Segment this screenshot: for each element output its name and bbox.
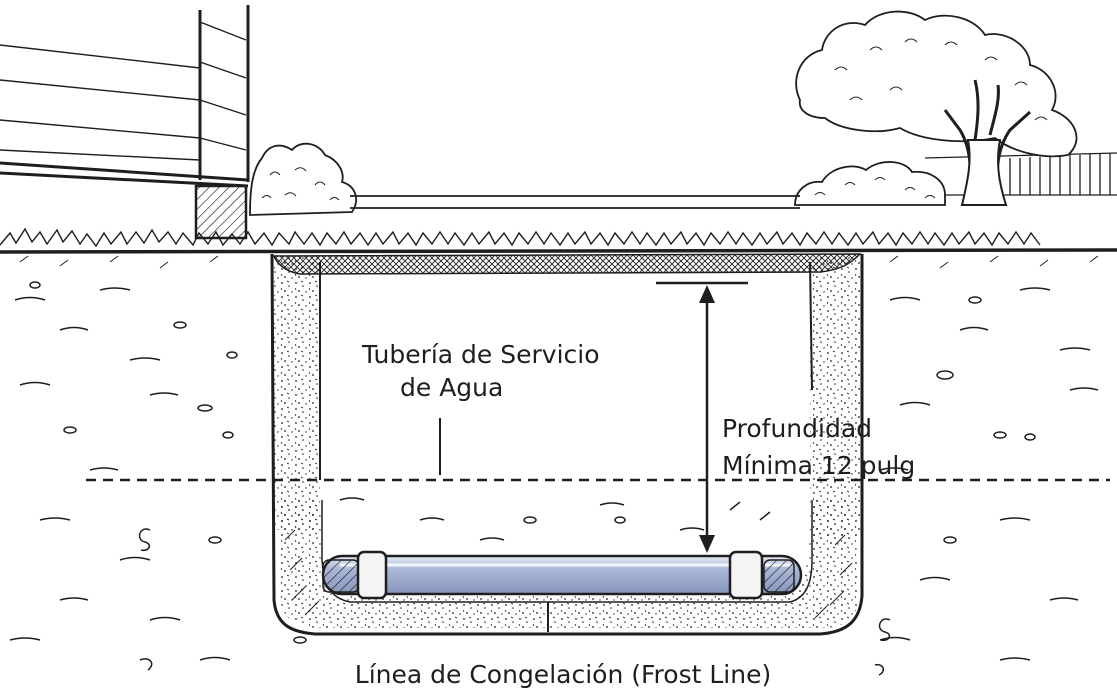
soil-texture <box>9 281 1099 676</box>
pipe-right-end <box>763 559 795 593</box>
pipe-label-line2: de Agua <box>400 373 503 402</box>
trench-wall-left <box>274 256 320 530</box>
surface-soil-hatching <box>19 255 1099 269</box>
pipe-bedding-hatch <box>284 529 853 619</box>
depth-arrow-up <box>699 285 715 303</box>
depth-arrow-down <box>699 535 715 553</box>
house-siding <box>0 21 247 161</box>
tree-trunk-base <box>960 139 1008 206</box>
tree-canopy-texture <box>834 38 1048 121</box>
depth-label-line2: Mínima 12 pulg <box>722 451 915 480</box>
house-sill <box>0 161 249 188</box>
pipe-bedding <box>280 500 858 628</box>
pipe-coupling-right <box>728 550 764 600</box>
trench-wall-right <box>810 256 860 540</box>
shrub-left <box>249 142 357 216</box>
pipe-label-line1: Tubería de Servicio <box>361 340 600 369</box>
trench-wall-lines <box>319 261 813 480</box>
frost-line-label: Línea de Congelación (Frost Line) <box>355 660 771 689</box>
depth-label-line1: Profundidad <box>722 414 872 443</box>
water-service-pipe <box>321 550 803 600</box>
pipe-coupling-left <box>356 550 388 600</box>
house-corner-posts <box>198 5 250 182</box>
pipe-left-end <box>322 559 360 593</box>
house-foundation <box>194 184 248 240</box>
shrub-left-texture <box>261 167 340 201</box>
depth-dimension <box>656 281 748 553</box>
trench-outline <box>270 253 864 636</box>
shrub-right <box>794 161 946 206</box>
tree <box>794 10 1078 206</box>
house <box>0 5 250 240</box>
trench-surface-cap <box>272 253 862 275</box>
fence <box>924 152 1117 196</box>
grass <box>0 227 1041 248</box>
ground-surface <box>0 248 1117 254</box>
yard-horizon <box>350 195 800 209</box>
shrub-right-texture <box>814 177 936 199</box>
tree-canopy <box>795 10 1078 158</box>
